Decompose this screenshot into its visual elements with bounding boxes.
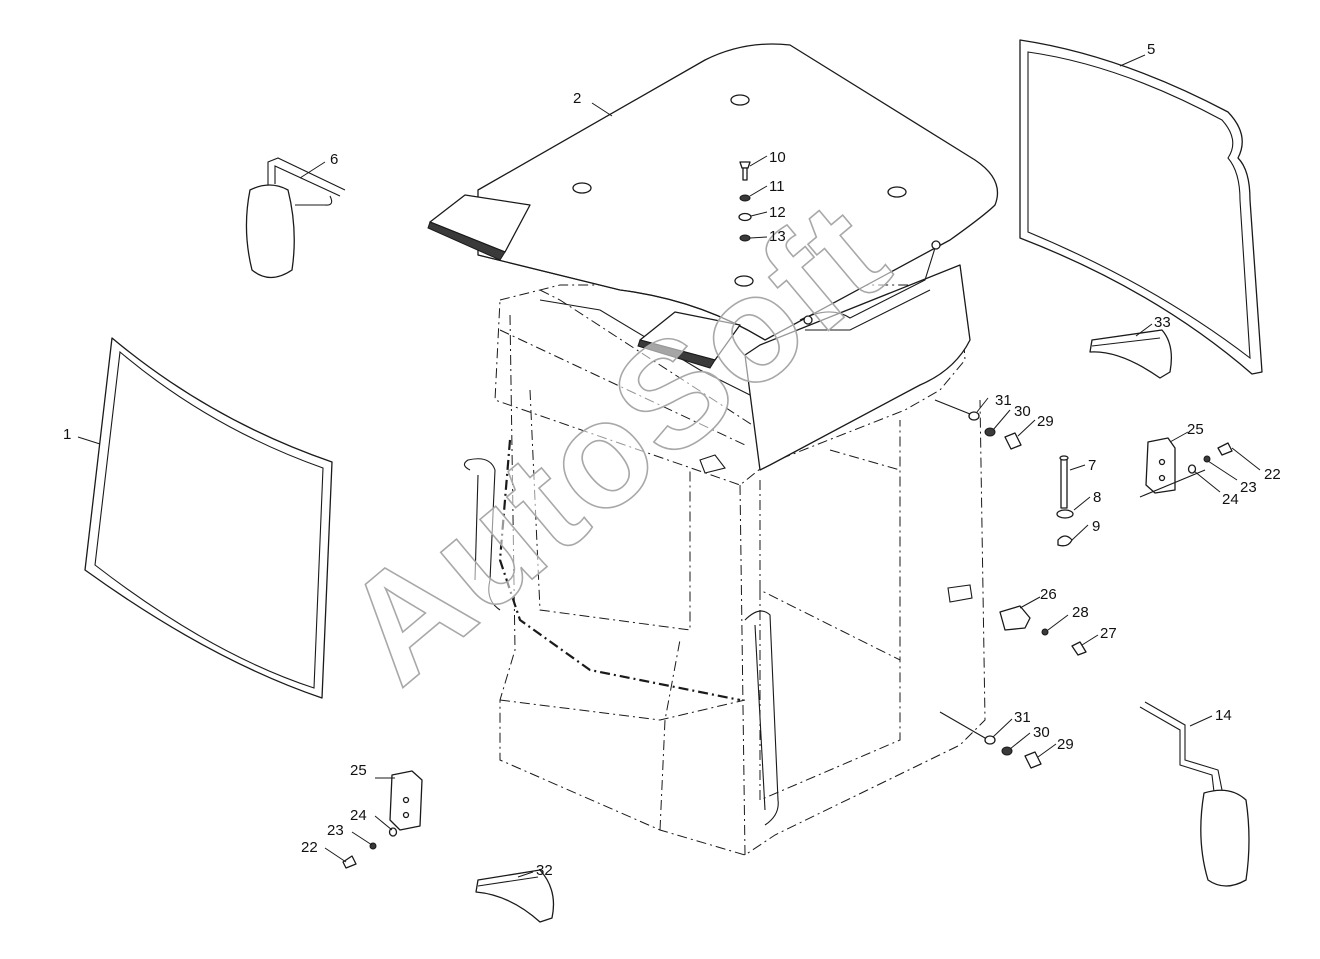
- callout-1: 1: [63, 426, 71, 443]
- callout-14: 14: [1215, 707, 1232, 724]
- callout-8: 8: [1093, 489, 1101, 506]
- callout-22-right: 22: [1264, 466, 1281, 483]
- callout-30-lower: 30: [1033, 724, 1050, 741]
- left-mirror: [245, 157, 346, 279]
- fastener-set-lower: [939, 711, 1042, 769]
- cab-frame: [463, 284, 986, 856]
- roof-panel: [427, 43, 999, 471]
- bracket-right: [1139, 437, 1233, 498]
- callout-11: 11: [769, 178, 785, 195]
- callout-23-right: 23: [1240, 479, 1257, 496]
- callout-25-right: 25: [1187, 421, 1204, 438]
- callout-6: 6: [330, 151, 338, 168]
- callout-31-upper: 31: [995, 392, 1012, 409]
- leader-lines: [77, 54, 1261, 878]
- callout-27: 27: [1100, 625, 1117, 642]
- pin-assembly: [1056, 455, 1074, 547]
- callout-24-left: 24: [350, 807, 367, 824]
- bracket-left: [342, 770, 423, 869]
- callout-26: 26: [1040, 586, 1057, 603]
- roof-bolt-stack: [738, 161, 752, 242]
- callout-labels: 1 2 5 6 7 8 9 10 11 12 13 14 25 22 23 24…: [63, 41, 1281, 879]
- front-windshield: [84, 337, 333, 699]
- callout-29-lower: 29: [1057, 736, 1074, 753]
- callout-12: 12: [769, 204, 786, 221]
- callout-30-upper: 30: [1014, 403, 1031, 420]
- callout-31-lower: 31: [1014, 709, 1031, 726]
- step-pad-upper: [1089, 329, 1173, 379]
- callout-10: 10: [769, 149, 786, 166]
- callout-13: 13: [769, 228, 786, 245]
- right-mirror: [1139, 701, 1250, 887]
- fastener-set-upper: [934, 399, 1022, 450]
- callout-24-right: 24: [1222, 491, 1239, 508]
- callout-2: 2: [573, 90, 581, 107]
- callout-25-left: 25: [350, 762, 367, 779]
- callout-29-upper: 29: [1037, 413, 1054, 430]
- callout-23-left: 23: [327, 822, 344, 839]
- callout-32: 32: [536, 862, 553, 879]
- callout-7: 7: [1088, 457, 1096, 474]
- callout-9: 9: [1092, 518, 1100, 535]
- step-pad-lower: [475, 869, 555, 923]
- callout-33: 33: [1154, 314, 1171, 331]
- callout-5: 5: [1147, 41, 1155, 58]
- callout-22-left: 22: [301, 839, 318, 856]
- callout-28: 28: [1072, 604, 1089, 621]
- side-window: [1019, 39, 1263, 375]
- latch-assembly: [999, 605, 1087, 656]
